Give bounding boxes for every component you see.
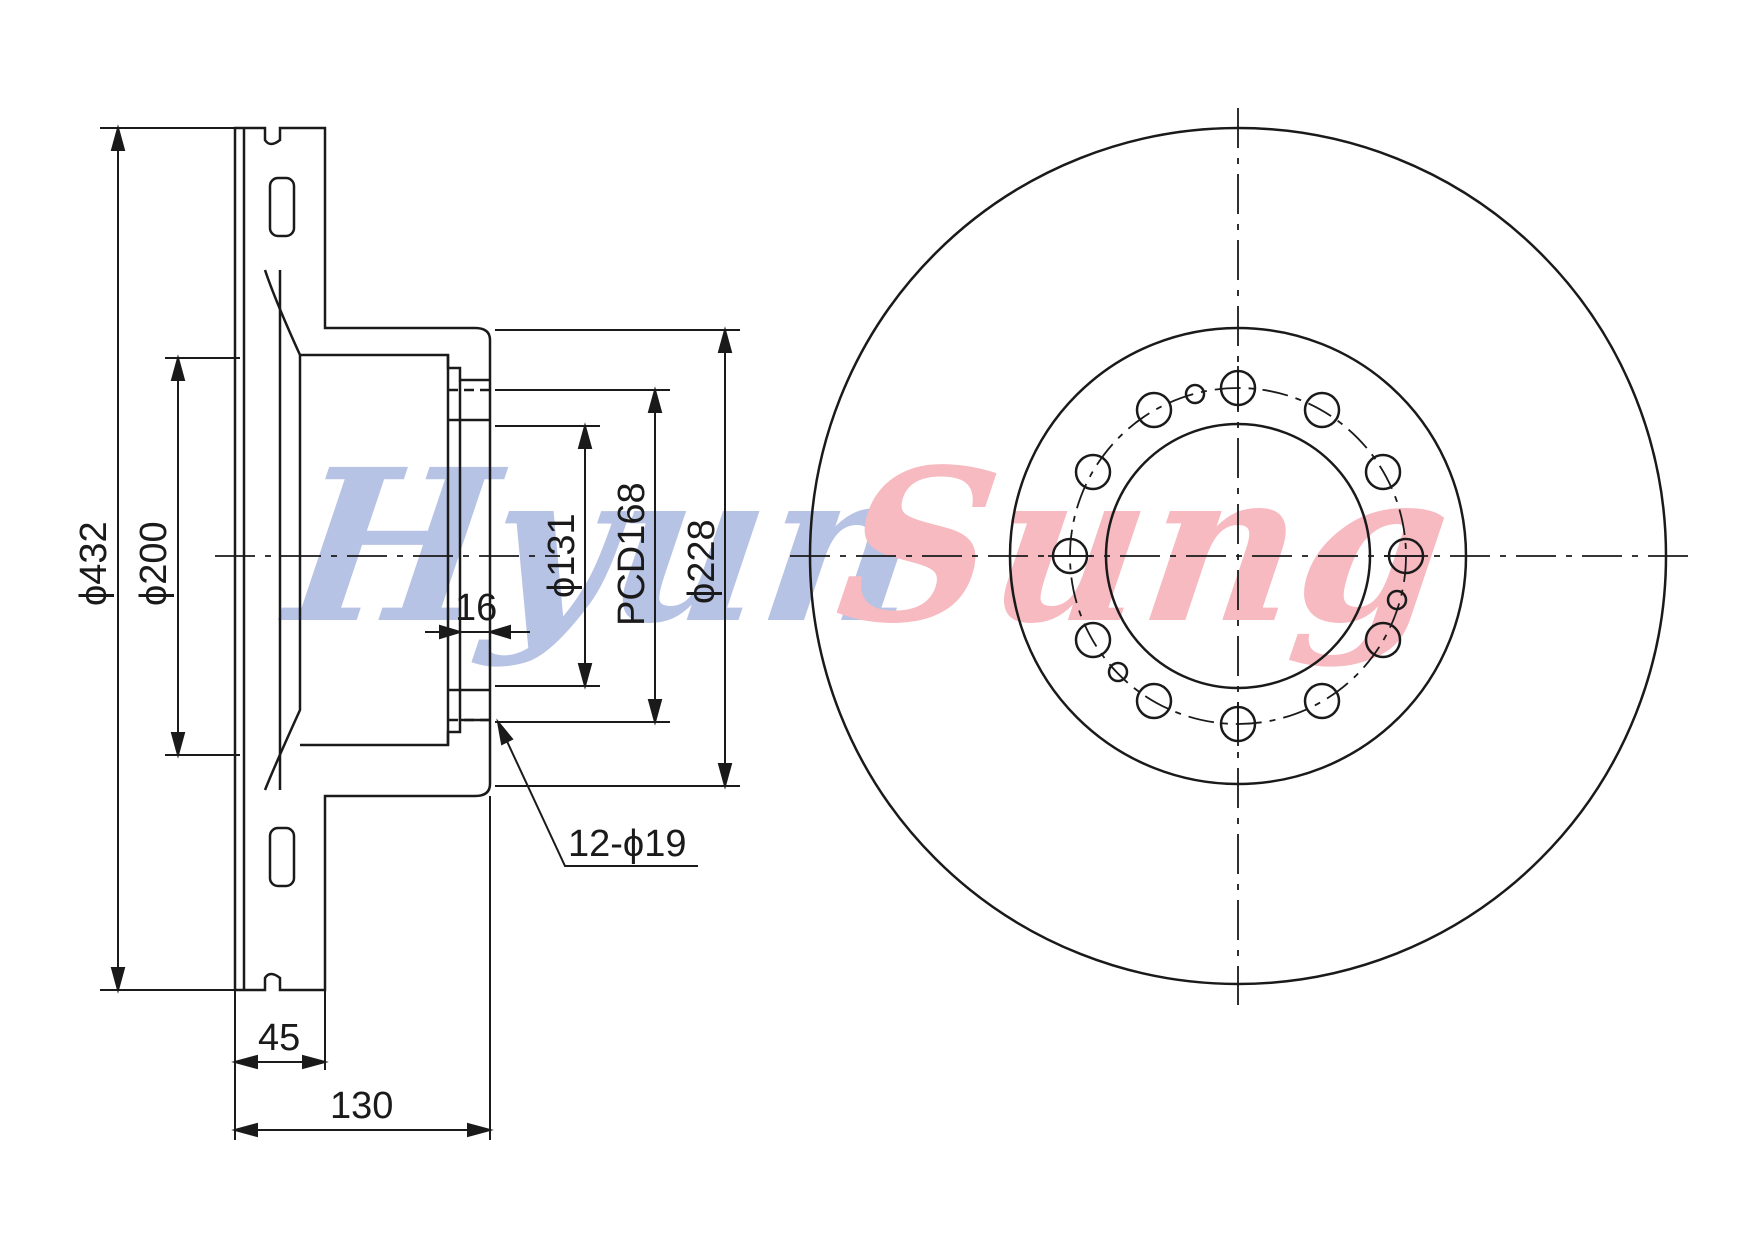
vent-slot-top <box>268 176 296 238</box>
front-view <box>790 108 1690 1005</box>
bolt-hole <box>1135 682 1173 720</box>
watermark-sung: Sung <box>826 423 1464 670</box>
bolt-hole <box>1303 391 1341 429</box>
watermark-hyun: Hyun <box>271 423 936 670</box>
locating-hole <box>1184 383 1206 405</box>
dim-pcd: PCD168 <box>611 482 653 626</box>
hub-step-bottom <box>446 718 490 745</box>
leader-bolt-holes <box>497 721 698 867</box>
hub-step-top <box>446 355 490 382</box>
dim-hub-diameter: ϕ228 <box>681 519 723 604</box>
watermark: Hyun Sung <box>271 423 1464 670</box>
vent-slot-bottom <box>268 826 296 888</box>
locating-hole <box>1107 661 1129 683</box>
hub-body <box>300 353 450 747</box>
dim-flange-thickness: 16 <box>455 587 497 629</box>
locating-hole <box>1386 589 1408 611</box>
bolt-hole <box>1364 453 1402 491</box>
dim-pilot-diameter: ϕ131 <box>541 513 583 598</box>
hat-curve <box>263 269 302 791</box>
side-view <box>215 126 560 992</box>
bolt-hole <box>1303 682 1341 720</box>
dim-overall-height: 130 <box>330 1085 393 1127</box>
bolt-hole <box>1135 391 1173 429</box>
disc-profile-outline <box>233 126 492 992</box>
bolt-hole <box>1074 453 1112 491</box>
dim-disc-thickness: 45 <box>258 1017 300 1059</box>
bolt-holes <box>1051 369 1425 743</box>
dim-bore-diameter: ϕ200 <box>133 521 175 606</box>
dim-bolt-holes: 12-ϕ19 <box>568 823 686 865</box>
dim-outer-diameter: ϕ432 <box>73 521 115 606</box>
bolt-hole <box>1364 621 1402 659</box>
bolt-hole <box>1074 621 1112 659</box>
side-dimensions <box>100 124 740 1140</box>
